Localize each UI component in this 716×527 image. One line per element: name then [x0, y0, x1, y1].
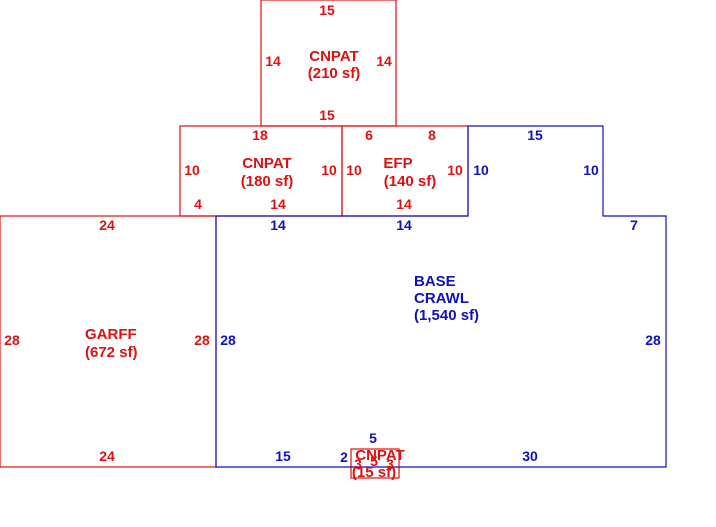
dim-label: 28 — [645, 332, 661, 348]
dim-label: 15 — [527, 127, 543, 143]
dim-label: 14 — [376, 53, 392, 69]
base-crawl-outline — [215, 125, 667, 468]
dim-label: 10 — [321, 162, 337, 178]
dim-label: 10 — [583, 162, 599, 178]
dim-label: 10 — [473, 162, 489, 178]
dim-label: 5 — [370, 453, 378, 469]
dim-label: 24 — [99, 448, 115, 464]
area-size: (140 sf) — [384, 173, 437, 190]
dim-label: 6 — [365, 127, 373, 143]
area-name: CNPAT — [355, 447, 404, 464]
area-cnpat-top: 15 14 14 15 CNPAT (210 sf) — [265, 2, 392, 123]
dim-label: 5 — [369, 430, 377, 446]
area-size: (210 sf) — [308, 65, 361, 82]
area-name: CNPAT — [242, 155, 291, 172]
area-size: (672 sf) — [85, 344, 138, 361]
area-cnpat-small: CNPAT (15 sf) 3 5 3 — [352, 447, 405, 481]
dim-label: 18 — [252, 127, 268, 143]
area-name: CNPAT — [309, 48, 358, 65]
area-size: (180 sf) — [241, 173, 294, 190]
dim-label: 24 — [99, 217, 115, 233]
area-cnpat-mid: 18 10 10 4 14 CNPAT (180 sf) — [184, 127, 337, 212]
area-name: GARFF — [85, 326, 137, 343]
area-efp: 6 8 10 10 14 EFP (140 sf) — [346, 127, 463, 212]
dim-label: 15 — [319, 2, 335, 18]
dim-label: 4 — [194, 196, 202, 212]
area-size: (1,540 sf) — [414, 307, 479, 324]
dim-label: 30 — [522, 448, 538, 464]
dim-label: 15 — [319, 107, 335, 123]
dim-label: 15 — [275, 448, 291, 464]
dim-label: 8 — [428, 127, 436, 143]
dim-label: 7 — [630, 217, 638, 233]
dim-label: 10 — [346, 162, 362, 178]
dim-label: 28 — [4, 332, 20, 348]
area-name-line2: CRAWL — [414, 290, 469, 307]
dim-label: 10 — [184, 162, 200, 178]
dim-label: 14 — [270, 217, 286, 233]
area-name: EFP — [383, 155, 412, 172]
area-size: (15 sf) — [352, 464, 396, 481]
dim-label: 14 — [265, 53, 281, 69]
dim-label: 28 — [194, 332, 210, 348]
dim-label: 14 — [396, 217, 412, 233]
dim-label: 14 — [270, 196, 286, 212]
dim-label: 3 — [386, 456, 394, 472]
dim-label: 28 — [220, 332, 236, 348]
dim-label: 3 — [354, 456, 362, 472]
dim-label: 14 — [396, 196, 412, 212]
dim-label: 10 — [447, 162, 463, 178]
dim-label: 2 — [340, 449, 348, 465]
area-base-crawl: 15 10 10 14 14 7 28 28 15 2 5 30 BASE CR… — [220, 127, 661, 465]
area-name-line1: BASE — [414, 273, 456, 290]
area-garff: 24 28 28 24 GARFF (672 sf) — [4, 217, 210, 464]
cnpat-small-outline — [350, 448, 400, 479]
